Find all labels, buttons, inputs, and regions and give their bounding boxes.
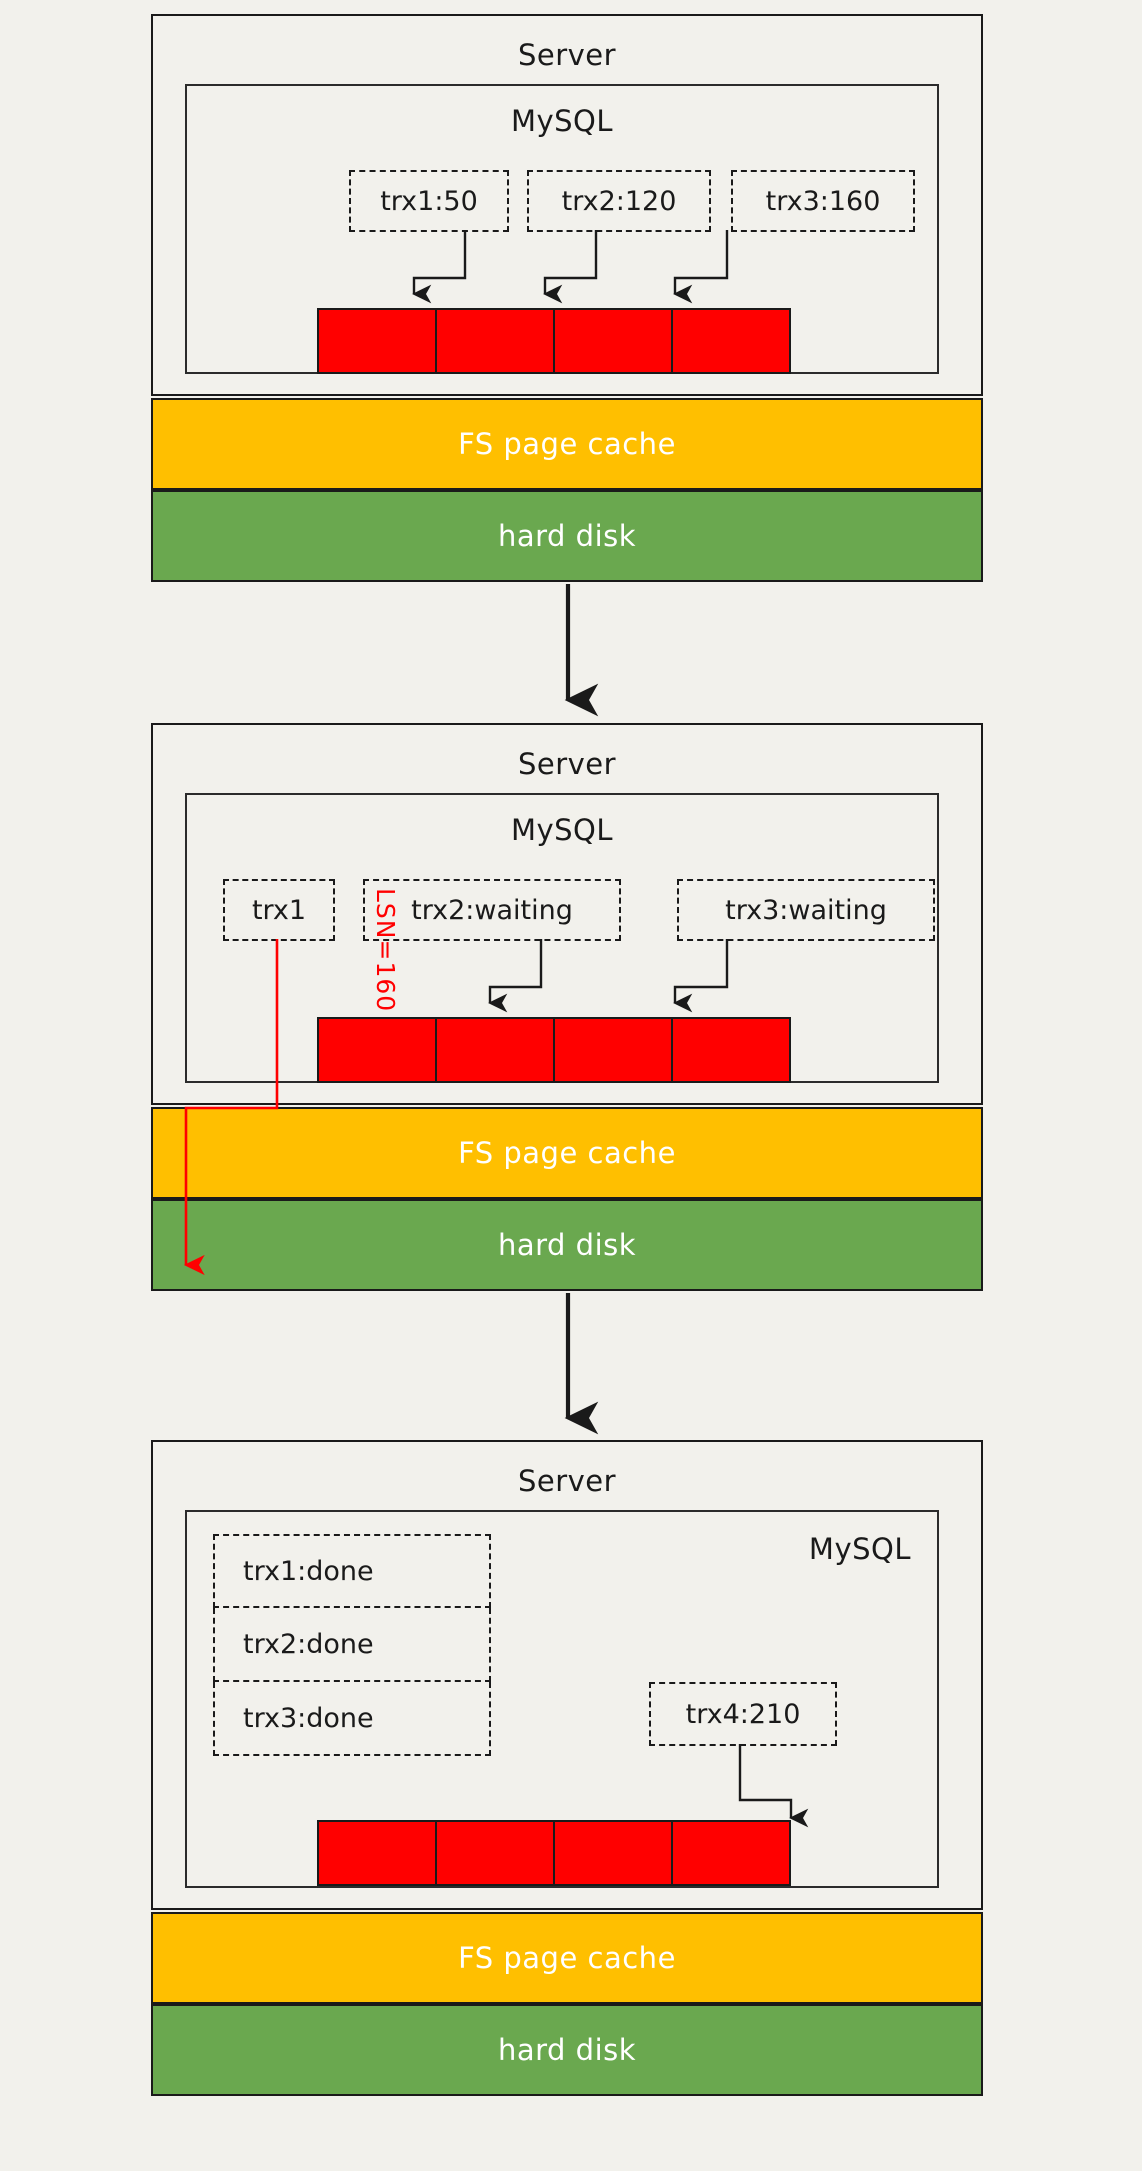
server-box-1: Server MySQL trx1:50 trx2:120 trx3:160 bbox=[151, 14, 983, 396]
panel-3: Server MySQL trx1:done trx2:done trx3:do… bbox=[151, 1440, 983, 2096]
redo-log-cell bbox=[555, 1019, 673, 1081]
trx-box-trx1[interactable]: trx1 bbox=[223, 879, 335, 941]
server-title-3: Server bbox=[517, 1464, 617, 1498]
trx-box-trx1-done[interactable]: trx1:done bbox=[213, 1534, 491, 1608]
fs-page-cache-band-1: FS page cache bbox=[151, 398, 983, 490]
server-box-3: Server MySQL trx1:done trx2:done trx3:do… bbox=[151, 1440, 983, 1910]
redo-log-cell bbox=[319, 1822, 437, 1884]
trx-box-trx2-done[interactable]: trx2:done bbox=[213, 1608, 491, 1682]
redo-log-cell bbox=[437, 1822, 555, 1884]
hard-disk-band-3: hard disk bbox=[151, 2004, 983, 2096]
redo-log-cell bbox=[437, 1019, 555, 1081]
redo-log-cell bbox=[555, 1822, 673, 1884]
redo-log-bar-3 bbox=[317, 1820, 791, 1886]
trx-box-trx4-210[interactable]: trx4:210 bbox=[649, 1682, 837, 1746]
redo-log-cell bbox=[673, 1822, 789, 1884]
redo-log-cell bbox=[555, 310, 673, 372]
trx-box-trx2-waiting[interactable]: trx2:waiting bbox=[363, 879, 621, 941]
mysql-box-3: MySQL trx1:done trx2:done trx3:done trx4… bbox=[185, 1510, 939, 1888]
redo-log-bar-2 bbox=[317, 1017, 791, 1083]
mysql-title-3: MySQL bbox=[808, 1532, 911, 1566]
lsn-flush-label: LSN=160 bbox=[371, 888, 400, 1013]
hard-disk-band-1: hard disk bbox=[151, 490, 983, 582]
mysql-title-1: MySQL bbox=[510, 104, 614, 138]
mysql-box-2: MySQL trx1 trx2:waiting trx3:waiting bbox=[185, 793, 939, 1083]
trx-box-trx1-50[interactable]: trx1:50 bbox=[349, 170, 509, 232]
redo-log-bar-1 bbox=[317, 308, 791, 374]
mysql-box-1: MySQL trx1:50 trx2:120 trx3:160 bbox=[185, 84, 939, 374]
server-title-1: Server bbox=[517, 38, 617, 72]
redo-log-cell bbox=[319, 310, 437, 372]
server-title-2: Server bbox=[517, 747, 617, 781]
panel-1: Server MySQL trx1:50 trx2:120 trx3:160 F… bbox=[151, 14, 983, 582]
trx-box-trx3-done[interactable]: trx3:done bbox=[213, 1682, 491, 1756]
fs-page-cache-band-3: FS page cache bbox=[151, 1912, 983, 2004]
hard-disk-band-2: hard disk bbox=[151, 1199, 983, 1291]
redo-log-cell bbox=[437, 310, 555, 372]
redo-log-cell bbox=[673, 1019, 789, 1081]
panel-2: Server MySQL trx1 trx2:waiting trx3:wait… bbox=[151, 723, 983, 1291]
redo-log-cell bbox=[319, 1019, 437, 1081]
trx-box-trx2-120[interactable]: trx2:120 bbox=[527, 170, 711, 232]
redo-log-cell bbox=[673, 310, 789, 372]
server-box-2: Server MySQL trx1 trx2:waiting trx3:wait… bbox=[151, 723, 983, 1105]
trx-box-trx3-waiting[interactable]: trx3:waiting bbox=[677, 879, 935, 941]
trx-box-trx3-160[interactable]: trx3:160 bbox=[731, 170, 915, 232]
fs-page-cache-band-2: FS page cache bbox=[151, 1107, 983, 1199]
mysql-title-2: MySQL bbox=[510, 813, 614, 847]
